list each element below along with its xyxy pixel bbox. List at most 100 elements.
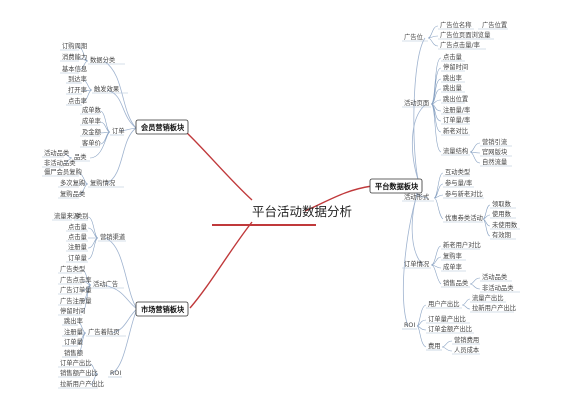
connector-market-g3 <box>111 308 138 334</box>
platform-g2-sub-item: 自然流量 <box>482 157 508 166</box>
platform-g3-item: 参与新老对比 <box>445 189 483 198</box>
platform-g2-item: 新老对比 <box>443 126 468 135</box>
connector-member-g4 <box>105 127 137 185</box>
connector-market-g4 <box>109 308 138 375</box>
underlines <box>42 28 520 389</box>
market-g4-item: 订单产出比 <box>60 358 91 367</box>
market-g3-item: 销售额 <box>64 348 84 357</box>
member-g3-item: 及金额 <box>82 127 102 136</box>
market-g1-item: 点击量 <box>68 232 88 241</box>
market-g1-label: 营销渠道 <box>100 232 126 241</box>
platform-g1-item: 广告位名称 <box>440 20 472 29</box>
connector-market-g1 <box>104 237 138 310</box>
market-g1-item: 点击量 <box>68 222 88 231</box>
platform-g5-item: 订单量产出比 <box>428 314 466 323</box>
market-g2-item: 停留时间 <box>60 306 85 315</box>
platform-g2-item: 停留时间 <box>443 62 468 71</box>
member-g2-item: 点击率 <box>68 96 87 105</box>
platform-g2-item: 跳出位置 <box>443 94 468 103</box>
bracket-platform-sub2 <box>469 142 481 164</box>
member-g4-item: 复购品类 <box>60 189 86 198</box>
platform-g2-item: 跳出率 <box>443 73 462 82</box>
bracket-platform-g4 <box>430 245 442 285</box>
platform-g5-uvp-label: 用户产出比 <box>428 299 459 308</box>
market-g1-item: 流量来源 <box>54 211 80 220</box>
bracket-member-sub <box>63 153 73 165</box>
platform-g3-item: 参与量/率 <box>445 178 472 187</box>
bracket-platform-g2 <box>430 57 442 153</box>
market-g2-item: 广告订单量 <box>60 285 92 294</box>
platform-g2-item: 点击量 <box>443 52 463 61</box>
platform-g5-item: 订单金额产出比 <box>428 324 472 333</box>
platform-g1-item: 广告点击量/率 <box>440 40 480 49</box>
bracket-member-g1 <box>77 46 89 71</box>
market-g1-item: 订单量 <box>68 253 88 262</box>
platform-g1-item: 广告位页面浏览量 <box>440 30 491 39</box>
platform-g3-sub-item: 使用数 <box>492 209 512 218</box>
platform-g2-sub-item: 营销引流 <box>482 137 508 146</box>
bracket-market-g3 <box>77 321 87 355</box>
platform-g5-uvp-item: 流量产出比 <box>472 293 503 302</box>
market-g1-item-child: 类别 <box>76 211 89 220</box>
bracket-platform-g3 <box>433 172 444 220</box>
member-g3-sub-item: 非活动品类 <box>44 158 76 167</box>
platform-g5-label: ROI <box>404 322 415 329</box>
connector-platform-g2 <box>411 104 426 186</box>
connector-platform-g5 <box>402 184 421 327</box>
platform-board-title: 平台数据板块 <box>375 182 419 191</box>
platform-g2-sub-label: 流量结构 <box>443 146 468 155</box>
member-g1-label: 数据分类 <box>90 55 116 64</box>
platform-g4-item: 成单率 <box>443 262 462 271</box>
member-g1-item: 订购周期 <box>62 41 87 50</box>
connector-platform <box>304 185 373 212</box>
platform-g5-uvp-item: 拉新用户产出比 <box>472 303 516 312</box>
member-g2-item: 打开率 <box>68 85 87 94</box>
connector-market <box>189 221 253 309</box>
market-board-title: 市场营销板块 <box>141 305 185 314</box>
market-board-box <box>135 301 189 317</box>
member-g1-item: 消费能力 <box>62 52 87 61</box>
member-g1-item: 基本信息 <box>62 64 87 73</box>
market-g4-label: ROI <box>110 370 121 377</box>
market-g1-item: 注册量 <box>68 242 88 251</box>
connector-member-g2 <box>106 89 137 129</box>
platform-g5-cost-item: 营销费用 <box>454 335 479 344</box>
market-g3-item: 跳出率 <box>64 316 83 325</box>
platform-g4-item: 复购率 <box>443 251 462 260</box>
member-g4-item: 多次复购 <box>60 178 85 187</box>
platform-g3-sub-item: 未使用数 <box>492 220 518 229</box>
market-g3-item: 订单量 <box>64 337 84 346</box>
platform-g3-sub-item: 领取数 <box>492 199 512 208</box>
market-g2-item: 广告类型 <box>60 264 85 273</box>
platform-g2-sub-item: 官网版块 <box>482 147 508 156</box>
market-g3-item: 注册量 <box>64 327 84 336</box>
bracket-member-g4 <box>77 172 89 196</box>
member-g3-label: 订单 <box>112 126 125 135</box>
platform-g4-label: 订单情况 <box>404 259 430 268</box>
platform-g1-label: 广告位 <box>404 32 424 41</box>
connector-market-g2 <box>103 284 138 310</box>
bracket-platform-uvp <box>461 298 471 310</box>
member-g3-item: 成单率 <box>82 116 101 125</box>
market-g3-label: 广告着陆页 <box>88 327 119 336</box>
connector-platform-g1 <box>413 37 426 186</box>
bracket-platform-g5 <box>416 304 427 348</box>
bracket-platform-sub4 <box>469 277 481 290</box>
bracket-platform-cost <box>441 340 453 352</box>
member-g3-item: 客单价 <box>82 138 102 147</box>
platform-g2-item: 注册量/率 <box>443 105 470 114</box>
member-g3-item: 成单数 <box>82 105 102 114</box>
bracket-platform-g1 <box>427 25 439 47</box>
market-g2-label: 活动广告 <box>93 279 118 288</box>
bracket-market-g1 <box>87 216 99 260</box>
member-g4-item: 僵尸会员复购 <box>44 167 82 176</box>
market-g2-item: 广告注册量 <box>60 296 92 305</box>
bracket-market-g2 <box>81 269 92 313</box>
platform-g2-item: 订单量/率 <box>443 115 470 124</box>
bracket-market-g4 <box>89 363 99 386</box>
platform-board-box <box>369 178 423 194</box>
member-g3-sub-item: 活动品类 <box>44 148 70 157</box>
member-g4-label: 复购情况 <box>90 178 116 187</box>
